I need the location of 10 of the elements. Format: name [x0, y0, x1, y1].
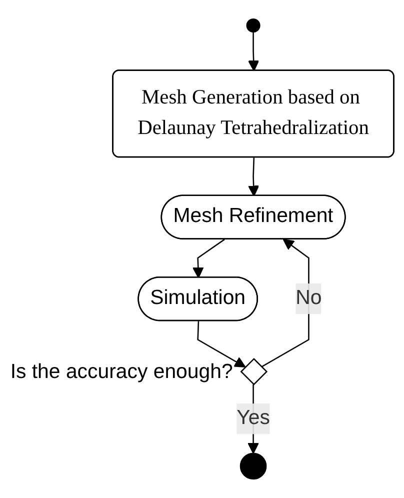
decision-question: Is the accuracy enough?	[10, 361, 233, 383]
edge-label: Yes	[236, 407, 270, 430]
node-circle	[246, 18, 260, 32]
edge-label: No	[296, 287, 322, 310]
arrow	[248, 158, 260, 196]
arrow	[248, 32, 260, 72]
arrow	[197, 321, 246, 368]
node-diamond	[240, 358, 268, 386]
node-circle	[240, 452, 267, 480]
arrow	[192, 238, 225, 278]
